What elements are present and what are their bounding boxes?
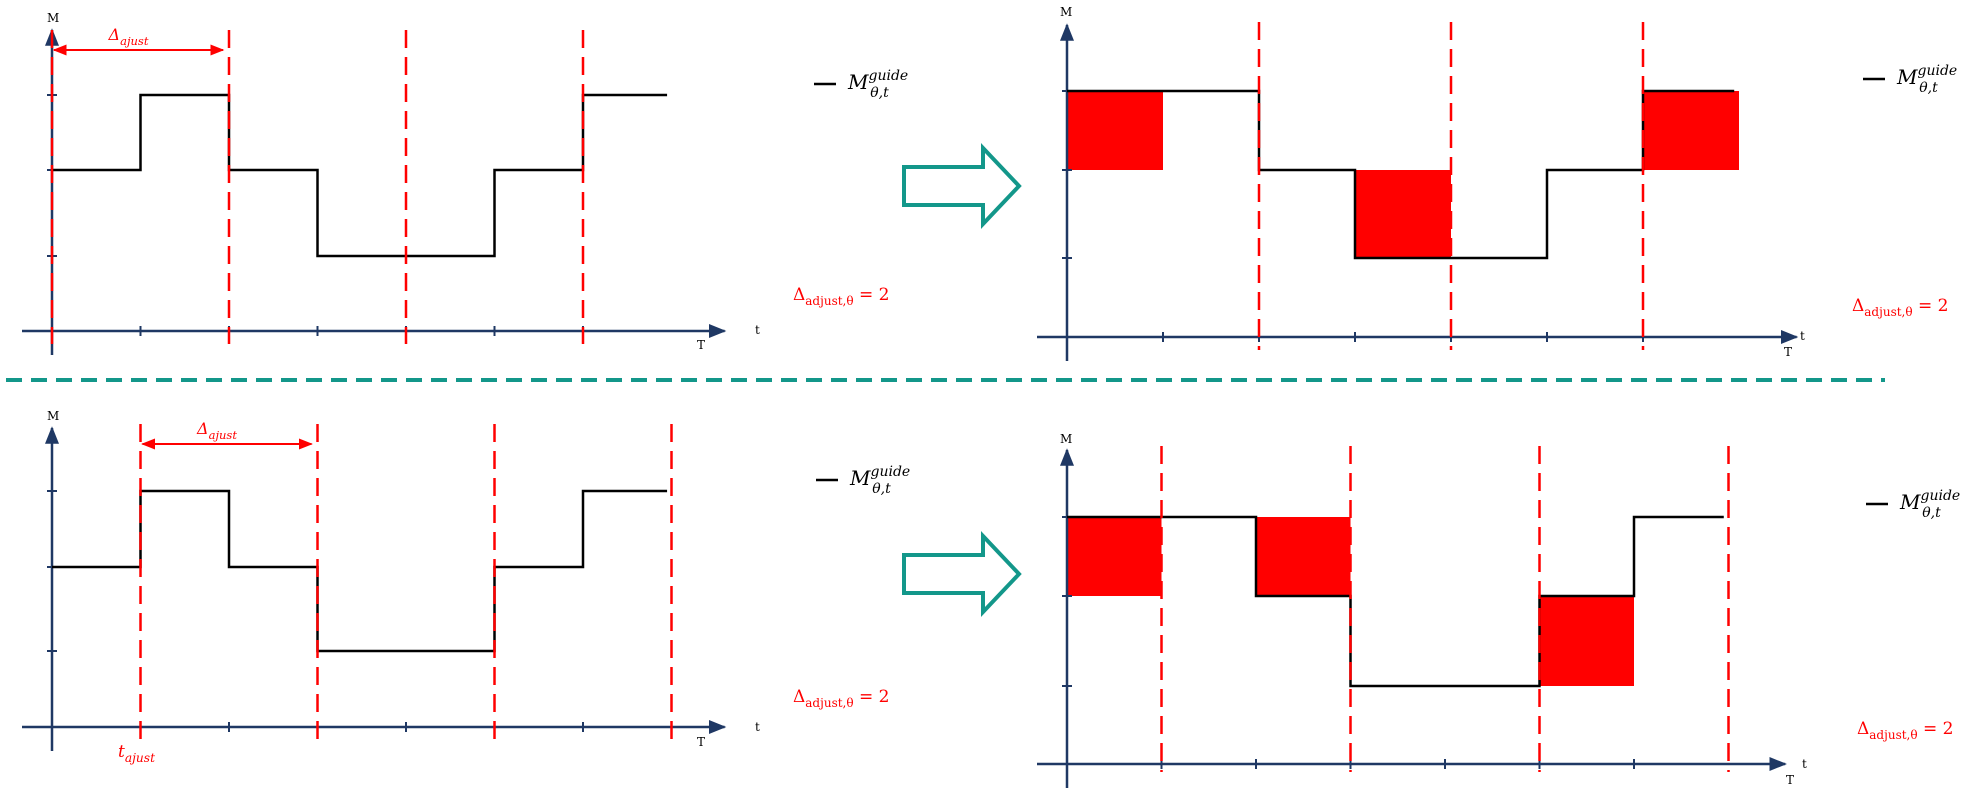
shaded-block: [1643, 91, 1739, 170]
x-axis-sublabel: T: [1784, 345, 1792, 359]
delta-adjust-label: Δajust: [108, 25, 149, 48]
x-axis-label: t: [755, 323, 760, 337]
panel-bottom-left: MtT Δajust tajust: [22, 409, 760, 765]
x-axis-sublabel: T: [697, 338, 705, 352]
t-adjust-label: tajust: [118, 742, 155, 765]
x-axis-label: t: [755, 720, 760, 734]
guide-step-line: [1067, 515, 1724, 688]
x-axis-sublabel: T: [1786, 773, 1794, 787]
param-label-bottom-right: Δadjust,θ = 2: [1857, 719, 1953, 742]
panel-bottom-right: MtT: [1037, 432, 1807, 788]
shaded-block: [1539, 596, 1634, 686]
param-label-top-left: Δadjust,θ = 2: [793, 285, 889, 308]
param-label-bottom-left: Δadjust,θ = 2: [793, 687, 889, 710]
x-axis-label: t: [1800, 329, 1805, 343]
panel-top-left: MtT Δajust: [22, 11, 760, 355]
shaded-block: [1067, 91, 1163, 170]
guide-step-line: [52, 489, 668, 653]
guide-step-line: [1067, 89, 1735, 260]
y-axis-label: M: [47, 11, 59, 25]
shaded-block: [1067, 517, 1162, 596]
right-arrow-icon: [902, 530, 1022, 618]
delta-adjust-label: Δajust: [196, 419, 237, 442]
shaded-block: [1355, 170, 1451, 258]
x-axis-sublabel: T: [697, 735, 705, 749]
y-axis-label: M: [47, 409, 59, 423]
y-axis-label: M: [1060, 5, 1072, 19]
x-axis-label: t: [1802, 757, 1807, 771]
right-arrow-icon: [902, 142, 1022, 230]
y-axis-label: M: [1060, 432, 1072, 446]
panel-top-right: MtT: [1037, 5, 1805, 361]
guide-step-line: [52, 93, 668, 258]
shaded-block: [1256, 517, 1351, 596]
param-label-top-right: Δadjust,θ = 2: [1852, 296, 1948, 319]
